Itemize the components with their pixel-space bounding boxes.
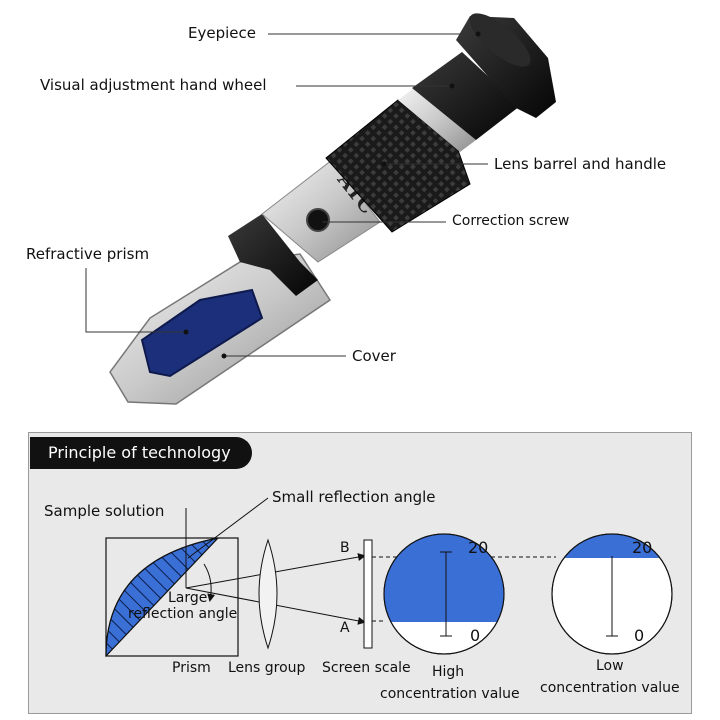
hand-wheel (412, 52, 520, 140)
label-refractive-prism: Refractive prism (26, 245, 150, 263)
label-point-a: A (340, 620, 350, 636)
correction-screw (306, 208, 330, 232)
refractive-prism-window (140, 288, 264, 378)
label-large-angle-1: Large (168, 590, 208, 606)
leader-lines (85, 33, 488, 357)
scale-top-high: 20 (468, 538, 489, 557)
label-high-2: concentration value (380, 686, 520, 702)
label-sample-solution: Sample solution (44, 502, 165, 520)
label-hand-wheel: Visual adjustment hand wheel (40, 76, 267, 94)
refractometer-illustration: ATC (85, 13, 556, 405)
principle-title: Principle of technology (30, 437, 252, 469)
label-eyepiece: Eyepiece (188, 24, 256, 42)
screen-scale (363, 539, 373, 649)
lens-group (258, 538, 278, 650)
scale-bottom-high: 0 (470, 626, 481, 645)
label-screen-scale: Screen scale (322, 660, 411, 676)
scale-bottom-low: 0 (634, 626, 645, 645)
label-high-1: High (432, 664, 465, 680)
label-prism: Prism (172, 660, 211, 676)
label-lens-group: Lens group (228, 660, 306, 676)
cover-clip (228, 214, 318, 296)
label-point-b: B (340, 540, 350, 556)
silver-ring (398, 88, 476, 152)
label-cover: Cover (352, 347, 396, 365)
label-low-1: Low (596, 658, 624, 674)
lens-barrel-knurl (325, 99, 471, 233)
eyepiece (456, 16, 556, 118)
scale-top-low: 20 (632, 538, 653, 557)
label-small-angle: Small reflection angle (272, 488, 436, 506)
label-correction-screw: Correction screw (452, 213, 570, 229)
label-large-angle-2: reflection angle (128, 606, 238, 622)
prism-figure (105, 537, 239, 658)
leader-dots (183, 31, 481, 359)
low-concentration-view (551, 533, 673, 655)
high-concentration-view (383, 533, 505, 655)
label-lens-barrel: Lens barrel and handle (494, 155, 667, 173)
refractometer-body: ATC (109, 13, 556, 405)
label-low-2: concentration value (540, 680, 680, 696)
